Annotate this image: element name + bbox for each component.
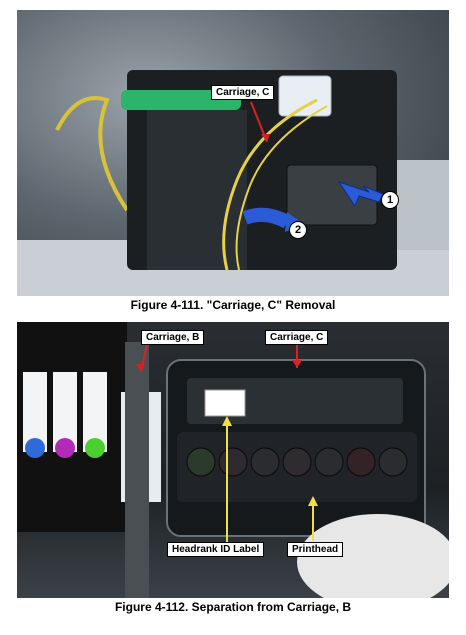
step-marker-2: 2 bbox=[289, 221, 307, 239]
label-carriage-b: Carriage, B bbox=[141, 330, 205, 345]
label-carriage-c: Carriage, C bbox=[211, 85, 275, 100]
carriage-b-rail bbox=[125, 342, 149, 598]
label-carriage-c: Carriage, C bbox=[265, 330, 329, 345]
headrank-id-sticker bbox=[204, 389, 246, 417]
clear-cap bbox=[278, 75, 332, 117]
gloved-hand bbox=[297, 514, 449, 598]
yellow-wire-2 bbox=[235, 105, 328, 271]
yellow-wire-1 bbox=[222, 98, 318, 271]
ink-port-1 bbox=[25, 438, 45, 458]
label-printhead: Printhead bbox=[287, 542, 344, 557]
ink-port-2 bbox=[55, 438, 75, 458]
label-headrank-id: Headrank ID Label bbox=[167, 542, 265, 557]
ink-port-3 bbox=[85, 438, 105, 458]
cable-left bbox=[55, 96, 129, 212]
blue-arrow-step2 bbox=[242, 207, 291, 229]
step-marker-1: 1 bbox=[381, 191, 399, 209]
carriage-c-removal-illustration bbox=[17, 70, 449, 296]
figure-caption-4-111: Figure 4-111. "Carriage, C" Removal bbox=[130, 298, 336, 312]
figure-caption-4-112: Figure 4-112. Separation from Carriage, … bbox=[114, 600, 352, 614]
figure-separation-photo: Carriage, B Carriage, C Headrank ID Labe… bbox=[17, 322, 449, 598]
carriage-side-block bbox=[147, 110, 247, 270]
figure-carriage-c-removal-photo: Carriage, C 1 2 bbox=[17, 10, 449, 296]
separation-illustration bbox=[17, 322, 449, 598]
